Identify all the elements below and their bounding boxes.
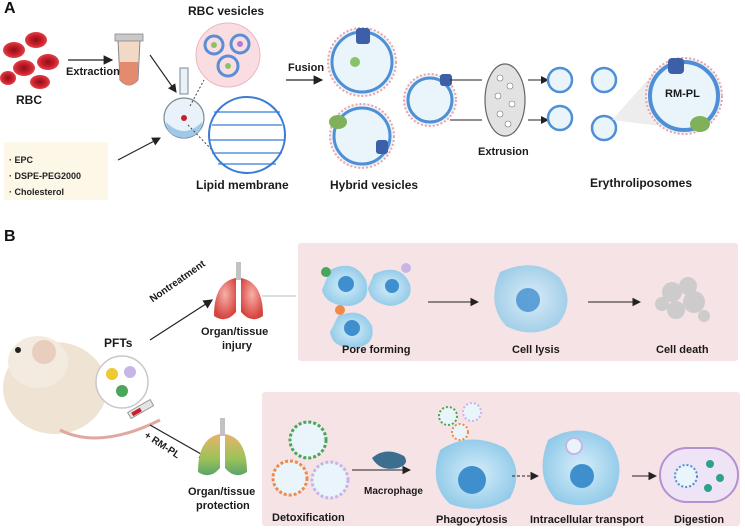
rbc-vesicles-label: RBC vesicles — [188, 4, 265, 18]
lipid-item-epc: · EPC — [9, 155, 34, 165]
pore-forming-cells — [321, 263, 411, 348]
organ-protection-label-2: protection — [196, 500, 250, 512]
lungs-protected-icon — [198, 418, 247, 476]
lysed-cell — [494, 265, 568, 333]
macrophage-label: Macrophage — [364, 486, 423, 497]
pfts-label: PFTs — [104, 336, 133, 350]
digestion-label: Digestion — [674, 514, 725, 526]
fusion-label: Fusion — [288, 62, 325, 74]
lungs-injured-icon — [214, 262, 263, 320]
pfts-bubble — [95, 355, 149, 409]
organ-protection-label-1: Organ/tissue — [188, 486, 256, 498]
rbc-vesicles-icon — [203, 33, 251, 78]
cell-death-label: Cell death — [656, 344, 709, 356]
hybrid-vesicles-label: Hybrid vesicles — [330, 178, 419, 192]
hybrid-vesicle-middle — [403, 73, 457, 127]
intracellular-transport-label: Intracellular transport — [530, 514, 644, 526]
lipid-membrane-pattern — [210, 111, 284, 165]
extraction-label: Extraction — [66, 66, 120, 78]
dead-cell — [655, 277, 710, 322]
cell-lysis-label: Cell lysis — [512, 344, 560, 356]
syringe-icon — [127, 398, 155, 420]
phagocytosis-label: Phagocytosis — [436, 514, 508, 526]
hybrid-vesicle-top — [327, 27, 397, 97]
lipid-item-dspe: · DSPE-PEG2000 — [9, 171, 82, 181]
phagocytosis-cell — [435, 402, 517, 509]
digestion-lysosome — [659, 447, 739, 503]
detoxification-liposomes — [271, 420, 350, 500]
lipid-membrane-label: Lipid membrane — [196, 178, 289, 192]
rm-pl-zoom — [645, 57, 723, 135]
erythroliposomes-label: Erythroliposomes — [590, 176, 693, 190]
erythroliposome-small — [546, 66, 618, 142]
detoxification-label: Detoxification — [272, 512, 345, 524]
macrophage-icon — [372, 451, 406, 469]
flask-icon — [163, 67, 205, 139]
lipid-membrane-circle — [208, 96, 286, 174]
extrusion-filter-icon — [484, 63, 526, 137]
organ-injury-label-1: Organ/tissue — [201, 326, 269, 338]
intracellular-transport-cell — [542, 430, 620, 506]
rbc-label: RBC — [16, 93, 42, 107]
rm-pl-label: RM-PL — [665, 88, 700, 100]
pore-forming-label: Pore forming — [342, 344, 411, 356]
rbc-cluster — [0, 32, 59, 89]
extrusion-label: Extrusion — [478, 146, 529, 158]
lipid-components-box: · EPC · DSPE-PEG2000 · Cholesterol — [4, 142, 108, 200]
panel-b-letter: B — [4, 228, 16, 245]
tube-icon — [114, 33, 144, 86]
organ-injury-label-2: injury — [222, 340, 252, 352]
mouse-icon — [3, 336, 161, 440]
hybrid-vesicle-bottom — [329, 103, 395, 169]
lipid-item-cholesterol: · Cholesterol — [9, 187, 65, 197]
panel-a-letter: A — [4, 0, 16, 17]
